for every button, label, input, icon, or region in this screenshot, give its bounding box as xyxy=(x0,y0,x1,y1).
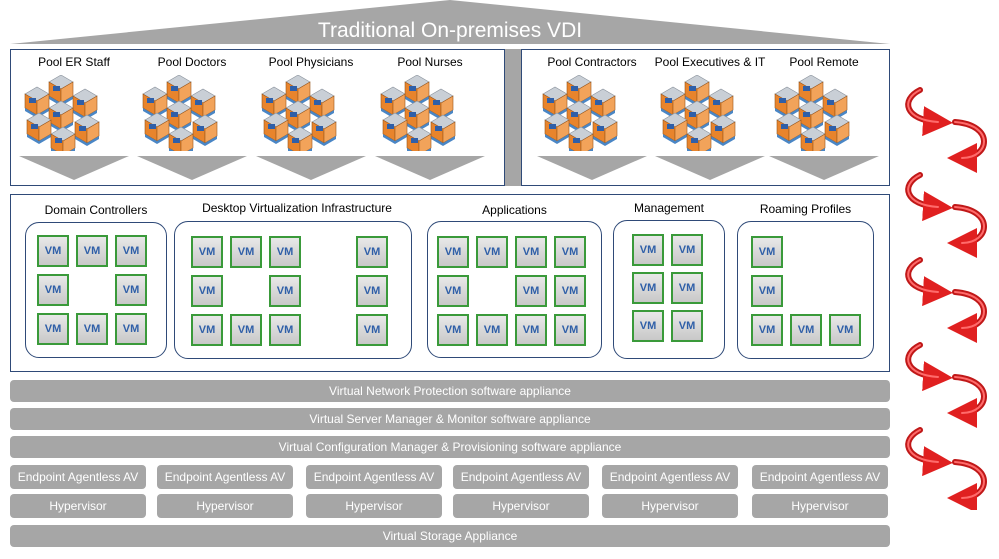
vm-box: VM xyxy=(269,275,301,307)
desktop-cubes-icon xyxy=(24,75,100,151)
pool-label: Pool Doctors xyxy=(157,55,227,69)
desktop-cubes-icon xyxy=(142,75,218,151)
group-label-applications: Applications xyxy=(482,203,547,217)
endpoint-av-cell: Endpoint Agentless AV xyxy=(10,465,146,489)
pool-label: Pool Physicians xyxy=(268,55,354,69)
pool-nurses: Pool Nurses xyxy=(371,53,489,181)
vm-box: VM xyxy=(632,310,664,342)
vm-box: VM xyxy=(37,313,69,345)
desktop-cubes-icon xyxy=(261,75,337,151)
funnel-icon xyxy=(769,156,879,180)
pool-physicians: Pool Physicians xyxy=(252,53,370,181)
funnel-icon xyxy=(256,156,366,180)
roof xyxy=(10,0,890,44)
pool-label: Pool Remote xyxy=(789,55,859,69)
pool-remote: Pool Remote xyxy=(765,53,883,181)
vm-box: VM xyxy=(356,275,388,307)
pool-label: Pool Executives & IT xyxy=(654,55,766,69)
desktop-cubes-icon xyxy=(380,75,456,151)
vm-box: VM xyxy=(632,234,664,266)
vm-box: VM xyxy=(671,310,703,342)
endpoint-av-cell: Endpoint Agentless AV xyxy=(306,465,442,489)
vm-box: VM xyxy=(515,275,547,307)
vm-box: VM xyxy=(269,314,301,346)
vm-box: VM xyxy=(191,236,223,268)
pool-doctors: Pool Doctors xyxy=(133,53,251,181)
pool-executives-it: Pool Executives & IT xyxy=(651,53,769,181)
network-protection-layer: Virtual Network Protection software appl… xyxy=(10,380,890,402)
desktop-cubes-icon xyxy=(660,75,736,151)
vm-box: VM xyxy=(671,234,703,266)
vm-box: VM xyxy=(829,314,861,346)
storage-layer: Virtual Storage Appliance xyxy=(10,525,890,547)
vm-box: VM xyxy=(37,235,69,267)
vm-box: VM xyxy=(751,236,783,268)
vm-box: VM xyxy=(790,314,822,346)
vm-box: VM xyxy=(437,275,469,307)
page-title: Traditional On-premises VDI xyxy=(317,19,583,42)
vm-box: VM xyxy=(437,314,469,346)
funnel-icon xyxy=(537,156,647,180)
pool-er-staff: Pool ER Staff xyxy=(15,53,133,181)
funnel-icon xyxy=(655,156,765,180)
group-label-roaming-profiles: Roaming Profiles xyxy=(759,202,852,216)
vm-box: VM xyxy=(76,313,108,345)
vm-box: VM xyxy=(671,272,703,304)
vm-box: VM xyxy=(437,236,469,268)
vm-box: VM xyxy=(191,314,223,346)
hypervisor-cell: Hypervisor xyxy=(752,494,888,518)
vm-box: VM xyxy=(230,314,262,346)
vm-box: VM xyxy=(554,314,586,346)
endpoint-av-cell: Endpoint Agentless AV xyxy=(602,465,738,489)
group-label-desktop-virtualization: Desktop Virtualization Infrastructure xyxy=(202,201,392,215)
group-label-domain-controllers: Domain Controllers xyxy=(44,203,148,217)
vm-box: VM xyxy=(269,236,301,268)
hypervisor-cell: Hypervisor xyxy=(453,494,589,518)
hypervisor-cell: Hypervisor xyxy=(10,494,146,518)
funnel-icon xyxy=(375,156,485,180)
server-manager-layer: Virtual Server Manager & Monitor softwar… xyxy=(10,408,890,430)
endpoint-av-cell: Endpoint Agentless AV xyxy=(157,465,293,489)
vm-box: VM xyxy=(476,236,508,268)
vm-box: VM xyxy=(515,236,547,268)
vm-box: VM xyxy=(115,313,147,345)
hypervisor-cell: Hypervisor xyxy=(306,494,442,518)
vm-box: VM xyxy=(632,272,664,304)
vm-box: VM xyxy=(76,235,108,267)
group-management xyxy=(613,220,725,359)
pool-label: Pool Nurses xyxy=(397,55,463,69)
group-label-management: Management xyxy=(633,201,705,215)
vm-box: VM xyxy=(554,275,586,307)
endpoint-av-cell: Endpoint Agentless AV xyxy=(453,465,589,489)
pool-contractors: Pool Contractors xyxy=(533,53,651,181)
vm-box: VM xyxy=(37,274,69,306)
vm-box: VM xyxy=(356,236,388,268)
vm-box: VM xyxy=(115,274,147,306)
desktop-cubes-icon xyxy=(774,75,850,151)
vm-box: VM xyxy=(751,275,783,307)
funnel-icon xyxy=(19,156,129,180)
vm-box: VM xyxy=(554,236,586,268)
config-manager-layer: Virtual Configuration Manager & Provisio… xyxy=(10,436,890,458)
endpoint-av-cell: Endpoint Agentless AV xyxy=(752,465,888,489)
vm-box: VM xyxy=(356,314,388,346)
vm-box: VM xyxy=(751,314,783,346)
pool-divider xyxy=(505,49,521,186)
vm-box: VM xyxy=(230,236,262,268)
vm-box: VM xyxy=(191,275,223,307)
funnel-icon xyxy=(137,156,247,180)
rotation-arrows-icon xyxy=(905,87,987,510)
vm-box: VM xyxy=(515,314,547,346)
vm-box: VM xyxy=(476,314,508,346)
pool-label: Pool Contractors xyxy=(547,55,637,69)
pool-label: Pool ER Staff xyxy=(38,55,110,69)
desktop-cubes-icon xyxy=(542,75,618,151)
hypervisor-cell: Hypervisor xyxy=(602,494,738,518)
hypervisor-cell: Hypervisor xyxy=(157,494,293,518)
vm-box: VM xyxy=(115,235,147,267)
